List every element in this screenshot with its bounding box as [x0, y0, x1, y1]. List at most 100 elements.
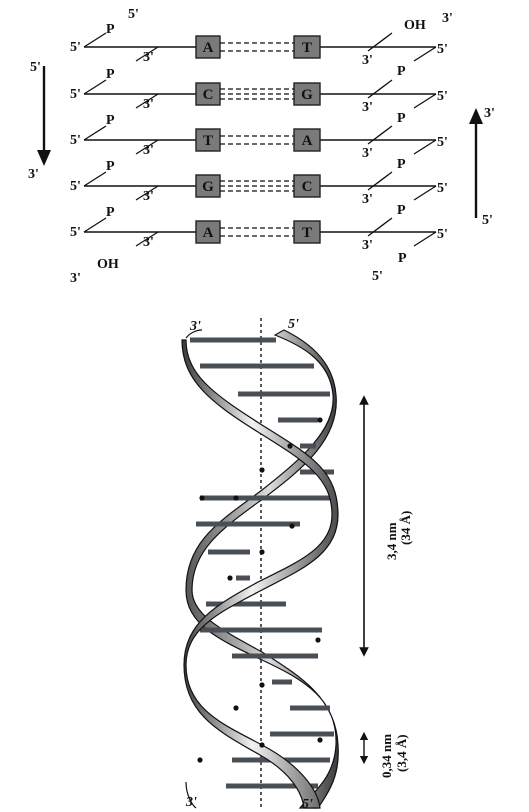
- helix-top-3prime: 3': [189, 319, 201, 334]
- base-left-letter: A: [203, 40, 214, 56]
- base-right-letter: G: [301, 87, 313, 103]
- left-row-5prime: 5': [70, 179, 81, 194]
- phosphate-dot: [317, 417, 323, 423]
- left-row-5prime: 5': [70, 40, 81, 55]
- left-sugar-link: [135, 139, 159, 155]
- base-pair-rung: [200, 363, 314, 369]
- double-helix: 3' 5' 3' 5' 3,4 nm (34 Å) 0,34 nm (3,4 Å…: [181, 317, 413, 812]
- double-strand-ladder: 5' 3' 5' 3' P A T 5' 3' P 5' 3' P C G 5' 3' P 5' 3' P T A 5' 3' P…: [28, 7, 495, 286]
- phosphate-dot: [233, 705, 239, 711]
- phosphate-dot: [227, 575, 233, 581]
- right-top-3prime: 3': [442, 11, 453, 26]
- right-sugar-link: [367, 171, 393, 191]
- base-right-letter: A: [302, 133, 313, 149]
- base-right-box: [293, 35, 321, 59]
- left-row-phosphate: P: [106, 159, 115, 174]
- left-row-3prime: 3': [143, 50, 154, 65]
- left-bottom-hydroxyl: OH: [97, 257, 119, 272]
- base-left-box: [195, 128, 221, 152]
- base-pair-rung: [190, 337, 276, 343]
- phosphate-dot: [197, 757, 203, 763]
- right-arrow-5prime: 5': [482, 213, 493, 228]
- phosphate-dot: [199, 495, 205, 501]
- strand-back-bottom-edge: [185, 781, 197, 809]
- right-row-3prime: 3': [362, 146, 373, 161]
- base-pair-rung: [196, 521, 300, 527]
- phosphate-dot: [259, 467, 265, 473]
- base-right-box: [293, 128, 321, 152]
- right-arrow-head: [469, 108, 483, 124]
- left-sugar-link: [135, 93, 159, 109]
- left-top-5prime: 5': [128, 7, 139, 22]
- base-pair-rung: [200, 495, 334, 501]
- left-row-5prime: 5': [70, 225, 81, 240]
- base-pair-rung: [232, 653, 318, 659]
- left-row-3prime: 3': [143, 143, 154, 158]
- right-row-3prime: 3': [362, 100, 373, 115]
- phosphate-dot: [317, 737, 323, 743]
- helix-top-5prime: 5': [288, 317, 299, 332]
- right-row-3prime: 3': [362, 192, 373, 207]
- left-phosphate-link: [83, 171, 107, 187]
- left-row-3prime: 3': [143, 235, 154, 250]
- base-pair-rung: [272, 679, 292, 685]
- base-pair-rung: [270, 731, 334, 737]
- base-left-letter: T: [203, 133, 213, 149]
- base-right-letter: T: [302, 225, 312, 241]
- base-left-letter: G: [202, 179, 214, 195]
- strand-front-top-edge: [185, 329, 203, 339]
- helix-strand-front: [181, 339, 339, 809]
- helix-bottom-3prime: 3': [185, 795, 197, 810]
- phosphate-dot: [287, 443, 293, 449]
- right-row-phosphate: P: [397, 203, 406, 218]
- right-row-phosphate: P: [397, 111, 406, 126]
- phosphate-dot: [259, 549, 265, 555]
- base-pair-rung: [208, 549, 250, 555]
- base-left-letter: C: [203, 87, 214, 103]
- base-left-letter: A: [203, 225, 214, 241]
- phosphate-dots: [197, 417, 323, 763]
- right-bottom-5prime: 5': [372, 269, 383, 284]
- right-bottom-phosphate: P: [398, 251, 407, 266]
- base-pair-rung: [226, 783, 318, 789]
- base-left-box: [195, 35, 221, 59]
- right-sugar-link: [367, 217, 393, 237]
- phosphate-dot: [289, 523, 295, 529]
- right-sugar-link: [367, 79, 393, 99]
- right-phosphate-link: [413, 46, 437, 62]
- right-arrow-3prime: 3': [484, 106, 495, 121]
- right-row-5prime: 5': [437, 135, 448, 150]
- base-left-box: [195, 220, 221, 244]
- right-row-5prime: 5': [437, 227, 448, 242]
- right-phosphate-link: [413, 93, 437, 109]
- base-pair-rung: [206, 601, 286, 607]
- left-row-3prime: 3': [143, 189, 154, 204]
- base-pair-rung: [278, 417, 318, 423]
- left-phosphate-link: [83, 79, 107, 95]
- left-row-5prime: 5': [70, 87, 81, 102]
- right-row-phosphate: P: [397, 64, 406, 79]
- right-phosphate-link: [413, 231, 437, 247]
- rise-label: 0,34 nm: [379, 734, 394, 778]
- base-right-letter: C: [302, 179, 313, 195]
- right-row-5prime: 5': [437, 89, 448, 104]
- left-arrow-3prime: 3': [28, 167, 39, 182]
- left-sugar-link: [135, 46, 159, 62]
- right-phosphate-link: [413, 185, 437, 201]
- left-row-phosphate: P: [106, 67, 115, 82]
- pitch-label: 3,4 nm: [384, 522, 399, 560]
- left-bottom-3prime: 3': [70, 271, 81, 286]
- right-row-phosphate: P: [397, 157, 406, 172]
- base-pair-rung: [300, 443, 316, 449]
- base-right-letter: T: [302, 40, 312, 56]
- base-pair-rung: [238, 391, 330, 397]
- right-sugar-link: [367, 32, 393, 52]
- rise-label-angstrom: (3,4 Å): [394, 734, 409, 772]
- phosphate-dot: [259, 742, 265, 748]
- helix-bottom-5prime: 5': [302, 797, 313, 812]
- base-right-box: [293, 220, 321, 244]
- left-phosphate-link: [83, 125, 107, 141]
- right-row-3prime: 3': [362, 238, 373, 253]
- left-row-5prime: 5': [70, 133, 81, 148]
